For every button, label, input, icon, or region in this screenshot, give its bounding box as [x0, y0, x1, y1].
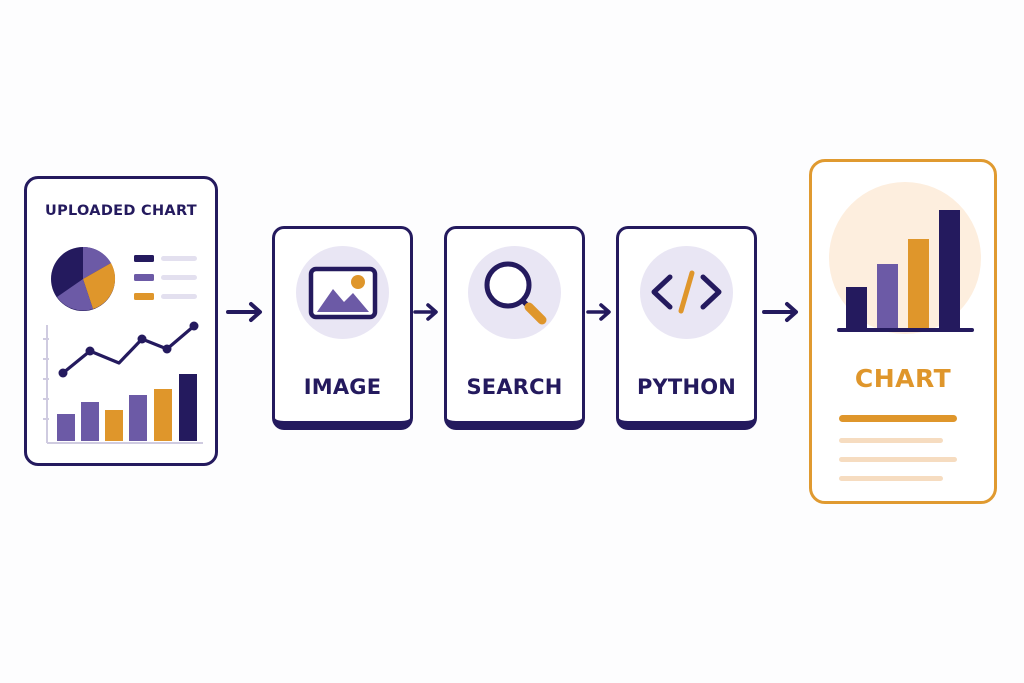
search-step-card: SEARCH — [444, 226, 585, 430]
bar-chart-icon — [57, 374, 197, 441]
python-step-label: PYTHON — [636, 375, 737, 399]
uploaded-chart-card: UPLOADED CHART — [24, 176, 218, 466]
python-icon-circle — [640, 246, 733, 339]
uploaded-chart-label: UPLOADED CHART — [45, 203, 197, 219]
chart-collage-icon — [43, 246, 203, 444]
search-icon-circle — [468, 246, 561, 339]
output-chart-card: CHART — [809, 159, 997, 504]
image-step-card: IMAGE — [272, 226, 413, 430]
arrow-right-icon — [226, 302, 262, 322]
arrow-right-icon — [586, 303, 611, 321]
magnifier-icon — [484, 261, 547, 325]
pie-chart-icon — [51, 246, 116, 311]
bar-chart-icon — [829, 182, 981, 481]
output-chart-label: CHART — [854, 364, 952, 393]
code-brackets-icon — [651, 270, 722, 314]
image-icon — [308, 266, 378, 320]
search-step-label: SEARCH — [466, 375, 563, 399]
line-chart-icon — [58, 321, 199, 378]
python-step-card: PYTHON — [616, 226, 757, 430]
axis-icon — [43, 325, 203, 444]
image-step-label: IMAGE — [303, 375, 382, 399]
legend-icon — [134, 255, 197, 300]
arrow-right-icon — [413, 303, 438, 321]
arrow-right-icon — [762, 302, 798, 322]
image-icon-circle — [296, 246, 389, 339]
text-lines-icon — [839, 415, 957, 481]
